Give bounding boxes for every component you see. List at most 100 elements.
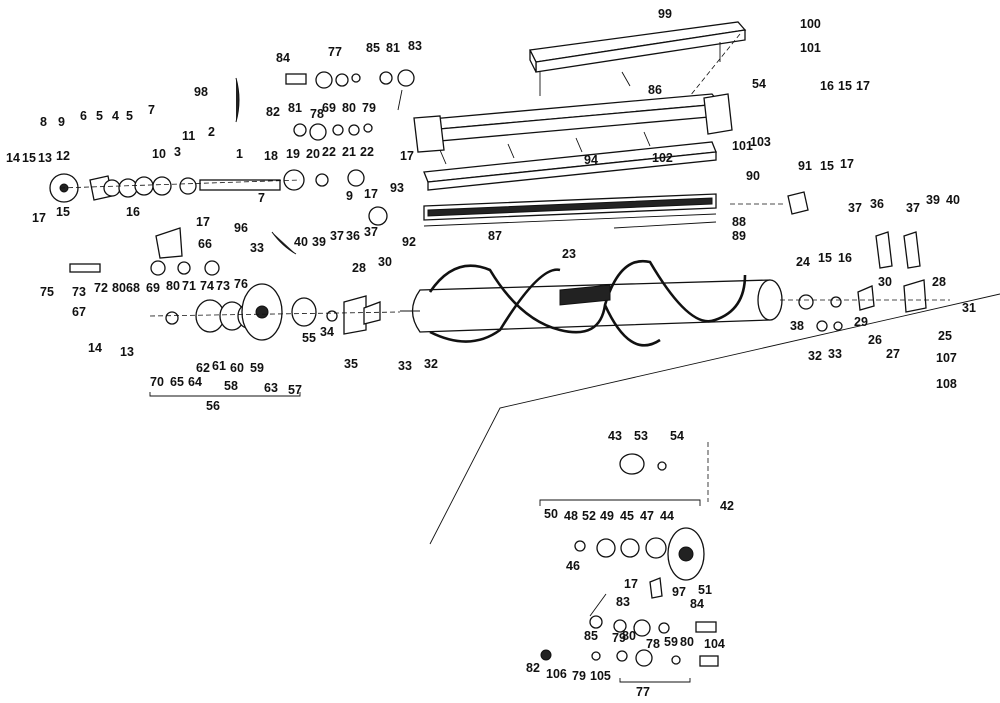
label-17: 17 [32,211,46,225]
cover-part [529,21,747,96]
label-7: 7 [258,191,265,205]
label-28: 28 [932,275,946,289]
label-49: 49 [600,509,614,523]
label-101: 101 [732,139,753,153]
label-69: 69 [322,101,336,115]
label-33: 33 [828,347,842,361]
label-94: 94 [584,153,598,167]
label-2: 2 [208,125,215,139]
label-37: 37 [848,201,862,215]
label-52: 52 [582,509,596,523]
label-32: 32 [424,357,438,371]
label-24: 24 [796,255,810,269]
label-70: 70 [150,375,164,389]
label-79: 79 [612,631,626,645]
label-28: 28 [352,261,366,275]
label-86: 86 [648,83,662,97]
label-107: 107 [936,351,957,365]
chain-part [235,77,297,255]
label-34: 34 [320,325,334,339]
label-69: 69 [146,281,160,295]
label-33: 33 [250,241,264,255]
label-101: 101 [800,41,821,55]
label-62: 62 [196,361,210,375]
label-1: 1 [236,147,243,161]
right-assembly-part [787,191,927,332]
label-59: 59 [664,635,678,649]
label-99: 99 [658,7,672,21]
label-39: 39 [926,193,940,207]
label-40: 40 [294,235,308,249]
label-64: 64 [188,375,202,389]
label-54: 54 [670,429,684,443]
label-82: 82 [526,661,540,675]
label-50: 50 [544,507,558,521]
label-39: 39 [312,235,326,249]
label-13: 13 [38,151,52,165]
label-16: 16 [820,79,834,93]
label-83: 83 [408,39,422,53]
label-85: 85 [584,629,598,643]
label-84: 84 [276,51,290,65]
label-14: 14 [6,151,20,165]
label-106: 106 [546,667,567,681]
label-17: 17 [196,215,210,229]
label-77: 77 [636,685,650,699]
label-27: 27 [886,347,900,361]
label-72: 72 [94,281,108,295]
label-5: 5 [126,109,133,123]
label-21: 21 [342,145,356,159]
label-12: 12 [56,149,70,163]
label-46: 46 [566,559,580,573]
label-23: 23 [562,247,576,261]
label-15: 15 [22,151,36,165]
label-80: 80 [622,629,636,643]
label-84: 84 [690,597,704,611]
label-78: 78 [310,107,324,121]
label-48: 48 [564,509,578,523]
label-15: 15 [56,205,70,219]
label-85: 85 [366,41,380,55]
label-36: 36 [870,197,884,211]
label-38: 38 [790,319,804,333]
label-37: 37 [906,201,920,215]
label-80: 80 [680,635,694,649]
label-9: 9 [346,189,353,203]
part-labels: 99 100 101 77 85 81 83 84 98 82 81 78 69… [6,7,976,699]
label-4: 4 [112,109,119,123]
label-15: 15 [838,79,852,93]
label-90: 90 [746,169,760,183]
label-20: 20 [306,147,320,161]
label-100: 100 [800,17,821,31]
label-75: 75 [40,285,54,299]
label-74: 74 [200,279,214,293]
label-17: 17 [840,157,854,171]
label-77: 77 [328,45,342,59]
label-79: 79 [362,101,376,115]
label-57: 57 [288,383,302,397]
label-67: 67 [72,305,86,319]
label-47: 47 [640,509,654,523]
label-61: 61 [212,359,226,373]
label-55: 55 [302,331,316,345]
label-30: 30 [378,255,392,269]
label-59: 59 [250,361,264,375]
label-104: 104 [704,637,725,651]
label-26: 26 [868,333,882,347]
label-17: 17 [624,577,638,591]
top-sprocket-part [285,69,415,141]
label-14: 14 [88,341,102,355]
label-32: 32 [808,349,822,363]
label-10: 10 [152,147,166,161]
label-25: 25 [938,329,952,343]
label-7: 7 [148,103,155,117]
label-88: 88 [732,215,746,229]
label-89: 89 [732,229,746,243]
label-30: 30 [878,275,892,289]
label-45: 45 [620,509,634,523]
label-18: 18 [264,149,278,163]
label-60: 60 [230,361,244,375]
label-54: 54 [752,77,766,91]
label-81: 81 [386,41,400,55]
label-58: 58 [224,379,238,393]
